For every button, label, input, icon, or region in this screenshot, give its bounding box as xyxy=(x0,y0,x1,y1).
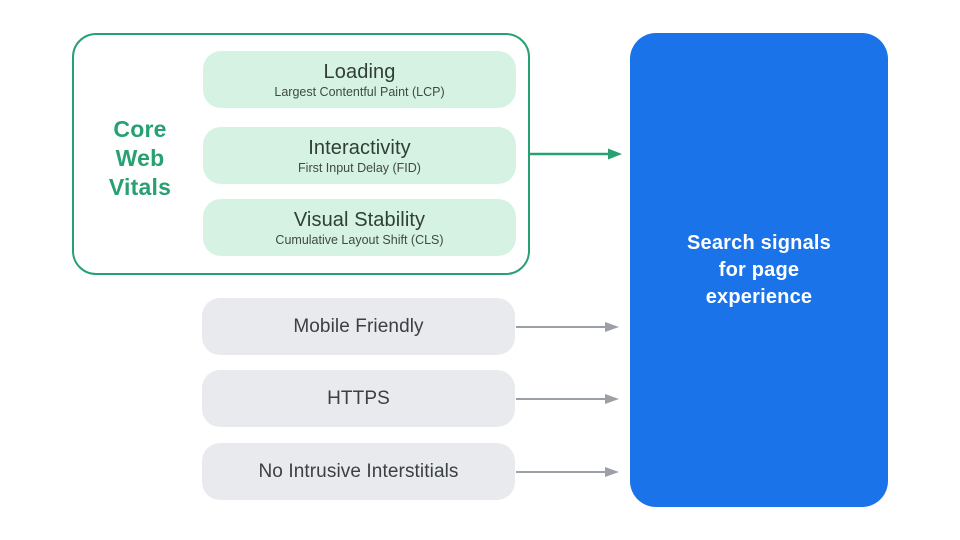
vital-title: Loading xyxy=(323,60,396,83)
core-web-vitals-label-line: Web xyxy=(115,145,165,171)
core-web-vitals-label-line: Core xyxy=(113,116,167,142)
vital-loading-pill: Loading Largest Contentful Paint (LCP) xyxy=(203,51,516,108)
core-web-vitals-label-line: Vitals xyxy=(108,174,172,200)
arrow-https-to-result xyxy=(516,394,619,404)
vital-visual-stability-pill: Visual Stability Cumulative Layout Shift… xyxy=(203,199,516,256)
search-signals-label-line: Search signals xyxy=(687,231,831,254)
vital-interactivity-pill: Interactivity First Input Delay (FID) xyxy=(203,127,516,184)
search-signals-result-box: Search signals for page experience xyxy=(630,33,888,507)
search-signals-label-line: for page xyxy=(718,258,800,281)
signal-label: HTTPS xyxy=(327,387,390,409)
arrow-core-web-vitals-to-result xyxy=(529,148,622,160)
search-signals-label-line: experience xyxy=(705,285,813,308)
signal-mobile-friendly-pill: Mobile Friendly xyxy=(202,298,515,355)
vital-subtitle: Largest Contentful Paint (LCP) xyxy=(274,84,445,99)
vital-title: Interactivity xyxy=(308,136,411,159)
arrow-mobile-friendly-to-result xyxy=(516,322,619,332)
search-signals-label: Search signals for page experience xyxy=(687,230,831,311)
signal-label: Mobile Friendly xyxy=(293,315,424,337)
arrow-no-intrusive-interstitials-to-result xyxy=(516,467,619,477)
signal-no-intrusive-interstitials-pill: No Intrusive Interstitials xyxy=(202,443,515,500)
vital-title: Visual Stability xyxy=(293,208,426,231)
vital-subtitle: Cumulative Layout Shift (CLS) xyxy=(275,232,444,247)
core-web-vitals-label: Core Web Vitals xyxy=(84,115,196,202)
vital-subtitle: First Input Delay (FID) xyxy=(298,160,421,175)
signal-label: No Intrusive Interstitials xyxy=(258,460,459,482)
signal-https-pill: HTTPS xyxy=(202,370,515,427)
core-web-vitals-group: Core Web Vitals Loading Largest Contentf… xyxy=(72,33,530,275)
